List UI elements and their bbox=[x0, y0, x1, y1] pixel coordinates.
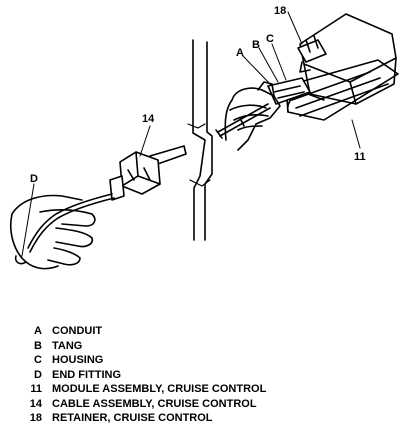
parts-legend: A CONDUIT B TANG C HOUSING D END FITTING 11 M… bbox=[22, 324, 267, 426]
legend-code: A bbox=[34, 325, 42, 337]
legend-code: 14 bbox=[29, 397, 42, 410]
legend-text: RETAINER, CRUISE CONTROL bbox=[52, 412, 213, 424]
cruise-control-cable-diagram: A B C 18 11 14 D bbox=[10, 5, 399, 270]
right-hand bbox=[224, 81, 281, 151]
legend-item: 11 MODULE ASSEMBLY, CRUISE CONTROL bbox=[22, 382, 266, 397]
legend-item: B TANG bbox=[22, 339, 266, 354]
legend-item: C HOUSING bbox=[22, 353, 266, 368]
legend-item: A CONDUIT bbox=[22, 324, 266, 339]
cruise-control-module bbox=[267, 13, 399, 121]
cable-assembly bbox=[27, 145, 187, 253]
callout-b: B bbox=[252, 39, 260, 51]
legend-code: 11 bbox=[30, 383, 42, 395]
callout-14: 14 bbox=[142, 113, 155, 125]
callout-11: 11 bbox=[354, 151, 366, 163]
legend-text: MODULE ASSEMBLY, CRUISE CONTROL bbox=[52, 383, 267, 395]
module-cable-end bbox=[215, 103, 271, 139]
callout-d: D bbox=[30, 173, 38, 185]
legend-item: 14 CABLE ASSEMBLY, CRUISE CONTROL bbox=[22, 397, 266, 412]
legend-text: CONDUIT bbox=[52, 325, 103, 337]
bulkhead-panel bbox=[187, 39, 213, 241]
leader-lines bbox=[21, 11, 361, 257]
legend-code: B bbox=[34, 339, 42, 352]
legend-text: END FITTING bbox=[52, 368, 122, 381]
legend-text: HOUSING bbox=[52, 354, 104, 366]
legend-code: C bbox=[34, 354, 42, 366]
callout-a: A bbox=[236, 47, 244, 59]
legend-item: 18 RETAINER, CRUISE CONTROL bbox=[22, 411, 266, 426]
legend-text: CABLE ASSEMBLY, CRUISE CONTROL bbox=[52, 397, 257, 410]
legend-item: D END FITTING bbox=[22, 368, 266, 383]
callout-18: 18 bbox=[274, 5, 286, 17]
cruise-control-retainer bbox=[297, 35, 327, 73]
legend-code: 18 bbox=[29, 412, 42, 424]
legend-text: TANG bbox=[52, 339, 83, 352]
callout-c: C bbox=[266, 33, 274, 45]
left-hand bbox=[10, 194, 96, 270]
legend-code: D bbox=[34, 368, 42, 381]
